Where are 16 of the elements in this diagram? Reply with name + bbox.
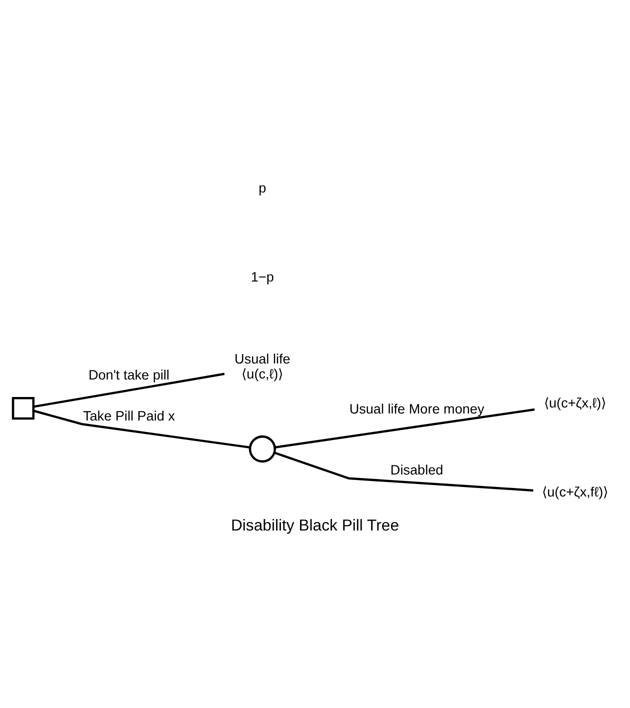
edge-label: Don't take pill (88, 368, 170, 383)
connector (274, 452, 534, 492)
edge-label: Take Pill Paid x (82, 408, 175, 424)
node-circle (248, 435, 276, 463)
label: 1−p (250, 270, 274, 285)
node-text: Usual life ⟨u(c,ℓ)⟩ (234, 352, 290, 382)
edge-label: Usual life More money (349, 401, 484, 416)
node-text: ⟨u(c+ζx,fℓ)⟩ (542, 484, 608, 500)
edge-label: Disabled (390, 462, 444, 478)
label: p (258, 180, 266, 196)
caption: Disability Black Pill Tree (230, 518, 400, 535)
node-box (12, 396, 35, 420)
connector (33, 372, 225, 408)
connector (274, 408, 535, 448)
connector (34, 410, 250, 449)
node-text: ⟨u(c+ζx,ℓ)⟩ (544, 395, 606, 410)
